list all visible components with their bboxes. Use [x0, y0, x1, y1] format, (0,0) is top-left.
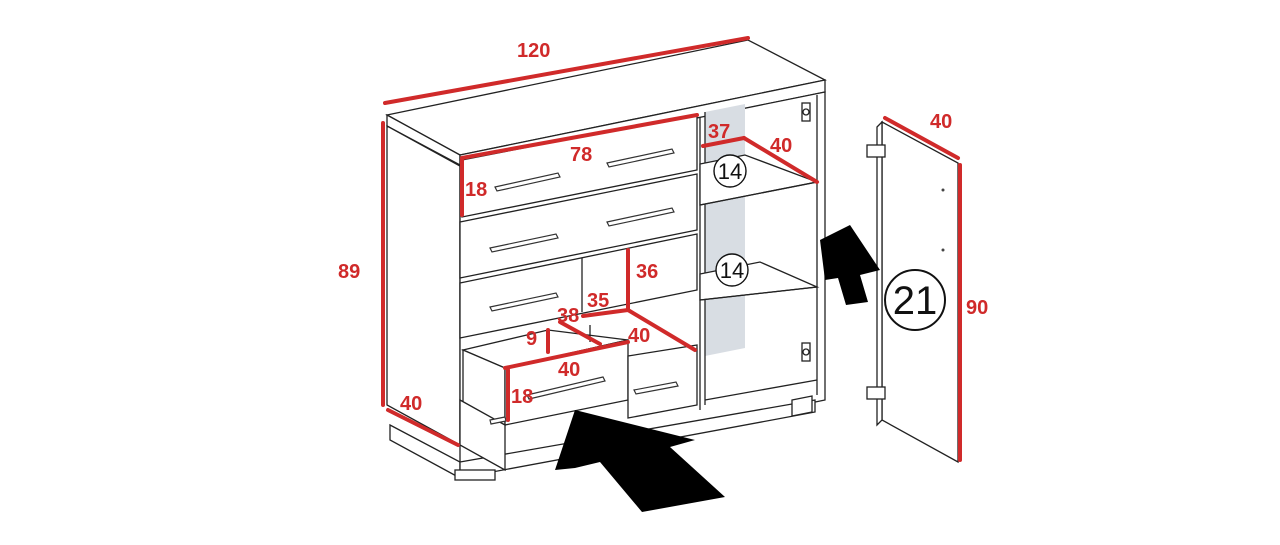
- dim-shelf-depth: 40: [770, 135, 792, 157]
- drawer-2: [459, 173, 698, 279]
- dim-open-drawer-width: 40: [558, 359, 580, 381]
- drawer-4: [627, 344, 698, 419]
- dimension-lines: [381, 36, 962, 462]
- dim-shelf-width: 37: [708, 121, 730, 143]
- svg-text:14: 14: [720, 258, 744, 283]
- svg-text:21: 21: [893, 279, 938, 323]
- dim-open-drawer-height: 18: [511, 386, 533, 408]
- dimension-labels: 120 89 40 78 18 37 40 36 35 40 38 9 40 1…: [338, 40, 988, 415]
- insert-arrow-icon: [555, 410, 725, 512]
- dim-drawer-width: 78: [570, 144, 592, 166]
- part-callout-shelf-upper: 14: [713, 154, 747, 188]
- dim-small-drawer-height: 9: [526, 328, 537, 350]
- drawer-stack: [459, 113, 698, 472]
- dim-small-drawer-width: 38: [557, 305, 579, 327]
- dim-inner-height: 36: [636, 261, 658, 283]
- dim-door-height: 90: [966, 297, 988, 319]
- part-callout-shelf-lower: 14: [715, 253, 749, 287]
- hinge-icon: [801, 102, 811, 362]
- insert-arrow-icon: [820, 225, 880, 305]
- dim-bottom-depth: 40: [400, 393, 422, 415]
- drawer-3: [459, 233, 698, 339]
- dim-body-height: 89: [338, 261, 360, 283]
- svg-text:14: 14: [718, 159, 742, 184]
- part-callout-door: 21: [884, 269, 946, 331]
- dim-door-width: 40: [930, 111, 952, 133]
- dim-top-width: 120: [517, 40, 550, 62]
- dim-inner-width: 35: [587, 290, 609, 312]
- dim-inner-depth: 40: [628, 325, 650, 347]
- dim-drawer-height: 18: [465, 179, 487, 201]
